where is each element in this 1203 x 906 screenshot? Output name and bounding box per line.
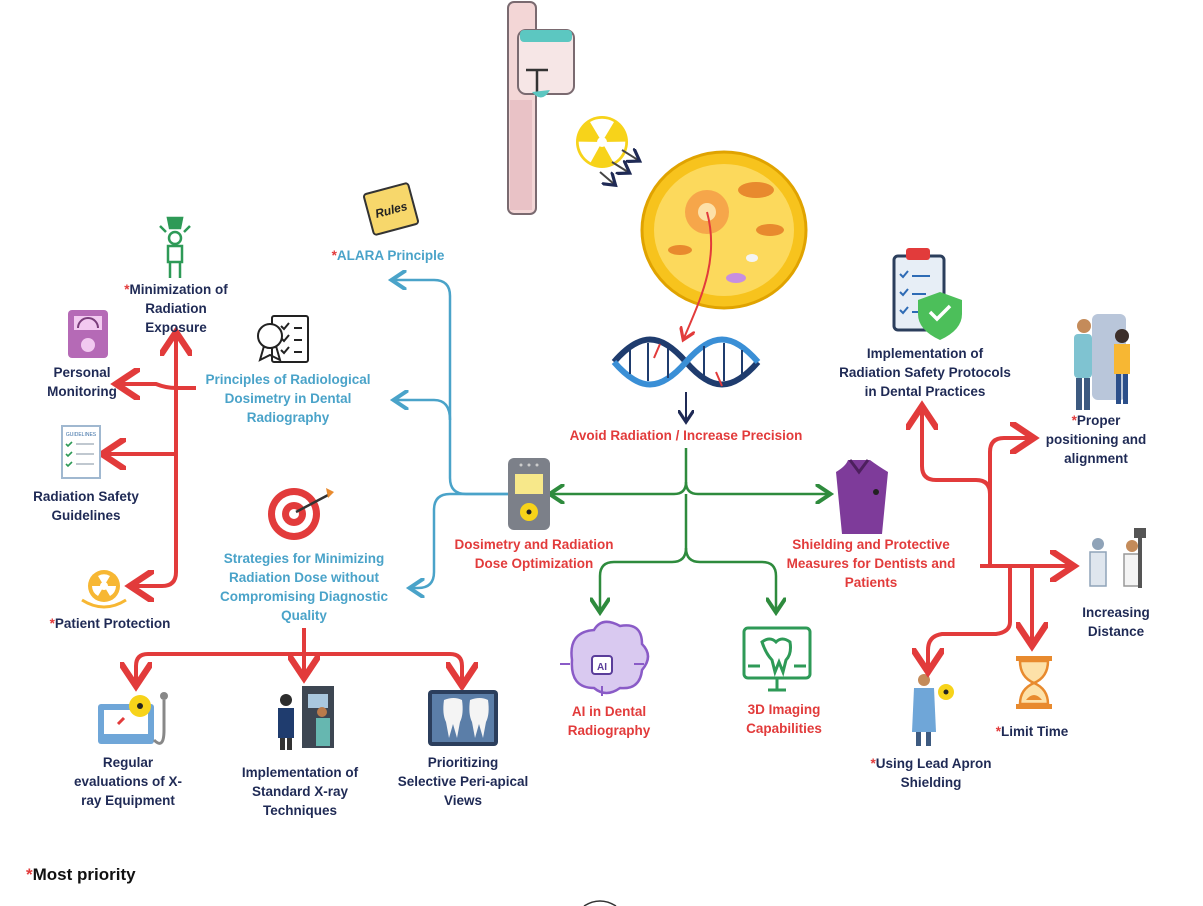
monitoring-meter-icon (68, 310, 108, 358)
principles-label: Principles of Radiological Dosimetry in … (205, 372, 371, 425)
certificate-checklist-icon (257, 315, 309, 363)
priority-marker: * (995, 724, 1001, 739)
shielding-connectors (922, 410, 1070, 668)
rules-note-icon: Rules (363, 182, 419, 236)
xray-machine-icon (507, 1, 575, 215)
lead-apron-label: *Using Lead Apron Shielding (870, 756, 992, 790)
ai-chip-text: AI (597, 662, 607, 673)
priority-marker: * (870, 756, 876, 771)
monitor-tooth-icon (742, 626, 812, 692)
xray-technician-icon (278, 686, 334, 750)
guidelines-document-text: GUIDELINES (66, 432, 97, 438)
patient-protection-icon (81, 570, 127, 609)
cell-icon (640, 150, 808, 338)
personal-monitoring-label: Personal Monitoring (47, 365, 117, 399)
lead-coat-icon (836, 459, 888, 534)
minimization-label: *Minimization of Radiation Exposure (124, 282, 228, 335)
branch-3d-imaging: 3D Imaging Capabilities (746, 702, 822, 736)
priority-marker: * (1071, 413, 1077, 428)
tooth-xray-icon (428, 690, 498, 746)
legend-most-priority: *Most priority (26, 865, 136, 884)
principles-connectors (106, 336, 196, 586)
limit-time-label: *Limit Time (995, 724, 1069, 739)
priority-marker: * (331, 248, 337, 263)
branch-shielding: Shielding and Protective Measures for De… (786, 537, 956, 590)
branch-dosimetry: Dosimetry and Radiation Dose Optimizatio… (454, 537, 614, 571)
priority-marker: * (26, 865, 33, 884)
clipboard-shield-icon (892, 248, 962, 340)
prioritizing-views-label: Prioritizing Selective Peri-apical Views (397, 755, 529, 808)
center-title: Avoid Radiation / Increase Precision (569, 428, 803, 443)
safety-guidelines-label: Radiation Safety Guidelines (33, 489, 139, 523)
ray-arrows-icon (599, 150, 638, 184)
center-connectors (552, 448, 828, 610)
person-radiation-icon (159, 216, 191, 278)
page-edge-mark (583, 900, 617, 906)
hourglass-icon (1016, 656, 1052, 709)
guidelines-document-icon: GUIDELINES (61, 425, 101, 479)
radiation-icon (576, 116, 628, 168)
dosimeter-icon (508, 458, 550, 530)
priority-marker: * (49, 616, 55, 631)
distance-figures-icon (1089, 528, 1146, 588)
alara-label: *ALARA Principle (331, 248, 445, 263)
patient-positioning-icon (1074, 314, 1130, 410)
dosimetry-connectors (394, 280, 508, 588)
target-icon (268, 488, 334, 540)
patient-protection-label: *Patient Protection (49, 616, 171, 631)
safety-protocols-label: Implementation of Radiation Safety Proto… (839, 346, 1011, 399)
xray-equipment-icon (98, 692, 168, 745)
standard-techniques-label: Implementation of Standard X-ray Techniq… (241, 765, 359, 818)
dna-icon (611, 336, 761, 388)
branch-ai: AI in Dental Radiography (567, 704, 651, 738)
ai-brain-icon: AI (560, 620, 650, 696)
regular-evaluations-label: Regular evaluations of X- ray Equipment (73, 755, 183, 808)
lead-apron-icon (912, 674, 954, 746)
strategies-label: Strategies for Minimizing Radiation Dose… (219, 551, 388, 623)
positioning-label: *Proper positioning and alignment (1045, 413, 1147, 466)
increasing-distance-label: Increasing Distance (1082, 605, 1150, 639)
priority-marker: * (124, 282, 130, 297)
strategies-connectors (136, 628, 462, 682)
